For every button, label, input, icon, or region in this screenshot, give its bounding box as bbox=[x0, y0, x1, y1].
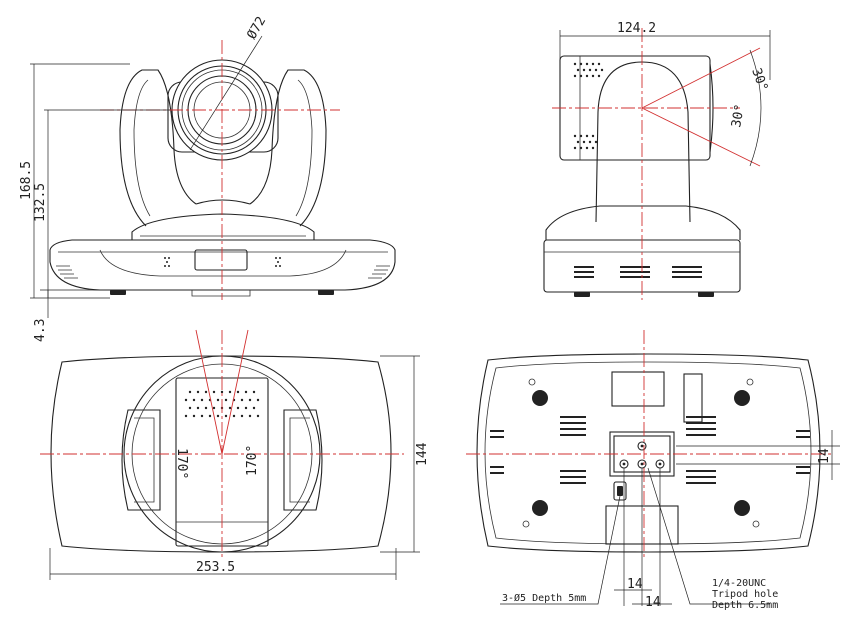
height-lens-center-label: 132.5 bbox=[33, 183, 48, 222]
tripod-note-line2: Tripod hole bbox=[712, 589, 778, 600]
base-depth-label: 144 bbox=[415, 442, 430, 466]
top-view: 170° 170° 253.5 144 bbox=[40, 329, 430, 580]
pan-right-label: 170° bbox=[245, 445, 260, 476]
side-view: 30° 30° 124.2 bbox=[543, 21, 770, 300]
front-view: Ø72 168.5 132.5 4.3 bbox=[19, 14, 396, 342]
spacing-horizontal-2-label: 14 bbox=[645, 595, 661, 610]
height-total-label: 168.5 bbox=[19, 161, 34, 200]
side-depth-label: 124.2 bbox=[617, 21, 656, 36]
tripod-note-line3: Depth 6.5mm bbox=[712, 600, 778, 611]
spacing-horizontal-1-label: 14 bbox=[627, 577, 643, 592]
tilt-down-label: 30° bbox=[729, 103, 748, 129]
mount-holes-note: 3-Ø5 Depth 5mm bbox=[502, 592, 586, 604]
foot-height-label: 4.3 bbox=[33, 319, 48, 342]
base-width-label: 253.5 bbox=[196, 560, 235, 575]
spacing-vertical-label: 14 bbox=[817, 448, 832, 464]
bottom-view: 14 14 14 3-Ø5 Depth 5mm 1/4-20UNC Tripod… bbox=[466, 330, 840, 611]
tripod-note-line1: 1/4-20UNC bbox=[712, 578, 766, 589]
pan-left-label: 170° bbox=[174, 448, 189, 479]
tilt-up-label: 30° bbox=[748, 66, 770, 93]
lens-diameter-label: Ø72 bbox=[244, 14, 269, 42]
